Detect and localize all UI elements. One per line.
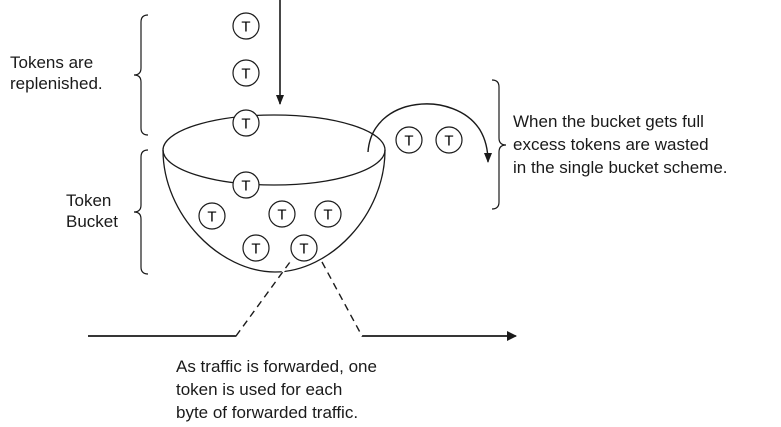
bucket-label: Token Bucket	[66, 190, 118, 232]
bucket-label-line: Token	[66, 191, 112, 210]
svg-text:T: T	[241, 178, 250, 195]
svg-text:T: T	[299, 241, 308, 258]
bucket-brace	[133, 149, 149, 275]
forwarded-label-line: byte of forwarded traffic.	[176, 403, 359, 422]
traffic-arrowhead	[507, 331, 517, 341]
svg-text:T: T	[404, 133, 413, 150]
svg-text:T: T	[277, 207, 286, 224]
forwarded-label-line: As traffic is forwarded, one	[176, 357, 377, 376]
svg-text:T: T	[444, 133, 453, 150]
overflow-label-line: When the bucket gets full	[513, 112, 704, 131]
svg-text:T: T	[251, 241, 260, 258]
token: T	[232, 59, 260, 87]
token: T	[232, 109, 260, 137]
replenished-label: Tokens are replenished.	[10, 52, 103, 94]
traffic-dashed-right-stroke	[321, 261, 363, 337]
bucket-bowl	[162, 149, 386, 273]
token: T	[232, 171, 260, 199]
bucket-label-line: Bucket	[66, 212, 118, 231]
traffic-flow-line	[88, 261, 516, 337]
svg-text:T: T	[241, 116, 250, 133]
svg-text:T: T	[323, 207, 332, 224]
replenished-label-line: Tokens are	[10, 53, 94, 72]
svg-text:T: T	[207, 209, 216, 226]
replenished-label-line: replenished.	[10, 74, 103, 93]
overflow-arrow	[367, 103, 492, 163]
traffic-dashed-left-stroke	[235, 261, 291, 337]
forwarded-label: As traffic is forwarded, one token is us…	[176, 355, 377, 424]
token: T	[435, 126, 463, 154]
svg-text:T: T	[241, 66, 250, 83]
forwarded-label-line: token is used for each	[176, 380, 343, 399]
overflow-label-line: excess tokens are wasted	[513, 135, 709, 154]
token: T	[395, 126, 423, 154]
overflow-brace	[491, 79, 507, 210]
token: T	[290, 234, 318, 262]
token: T	[198, 202, 226, 230]
token: T	[268, 200, 296, 228]
token: T	[314, 200, 342, 228]
bucket-rim	[162, 114, 386, 186]
token: T	[232, 12, 260, 40]
replenished-brace	[133, 14, 149, 136]
overflow-label-line: in the single bucket scheme.	[513, 158, 728, 177]
token: T	[242, 234, 270, 262]
svg-text:T: T	[241, 19, 250, 36]
overflow-label: When the bucket gets full excess tokens …	[513, 110, 728, 179]
